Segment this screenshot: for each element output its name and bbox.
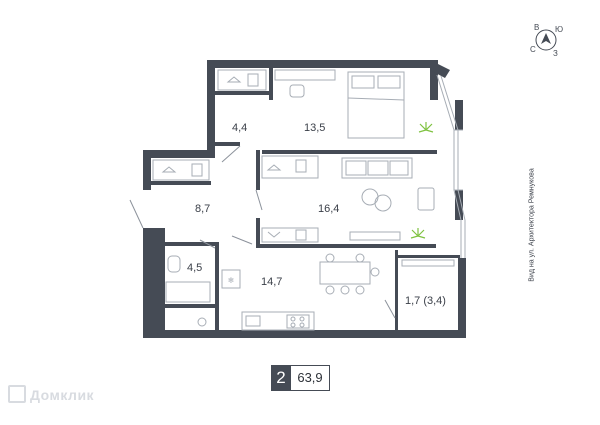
- room-area-bedroom: 13,5: [304, 122, 325, 134]
- drain-icon: [197, 317, 207, 327]
- hall-wardrobe-icon: [152, 159, 210, 181]
- room-area-hall: 8,7: [195, 203, 210, 215]
- dining-table-icon: [319, 261, 371, 285]
- armchair-icon: [417, 187, 435, 211]
- room-area-kitchen: 14,7: [261, 276, 282, 288]
- shirt-icon: [295, 159, 307, 173]
- plant-icon: [410, 122, 434, 239]
- room-area-bathroom: 4,5: [187, 262, 202, 274]
- kitchen-sink-icon: [245, 315, 261, 327]
- total-area: 63,9: [291, 365, 330, 391]
- windows: [436, 74, 466, 258]
- compass-w: З: [553, 49, 558, 58]
- apartment-badge: 2 63,9: [271, 365, 330, 391]
- toilet-icon: [167, 255, 181, 273]
- chair-icon: [289, 84, 305, 98]
- fridge-icon: [221, 269, 241, 289]
- sofa-icon: [341, 157, 413, 179]
- compass-e: В: [534, 23, 539, 32]
- domclick-logo-icon: [8, 385, 26, 403]
- room-area-living: 16,4: [318, 203, 339, 215]
- tv-stand-icon: [349, 231, 401, 241]
- doors: [129, 145, 396, 319]
- coffee-table-icon: [361, 188, 379, 206]
- stove-icon: [286, 314, 310, 329]
- kitchen-counter-icon: [241, 311, 315, 331]
- wardrobe-icon: [217, 69, 267, 91]
- street-view-label: Вид на ул. Архитектора Ремнукова: [528, 168, 536, 282]
- bed-icon: [347, 71, 405, 139]
- room-area-loggia: 1,7 (3,4): [405, 295, 446, 307]
- hanger-icon: [266, 164, 282, 171]
- hanger-icon: [226, 76, 242, 83]
- shirt-icon: [191, 163, 203, 177]
- compass-n: Ю: [555, 25, 563, 34]
- hanger-icon: [161, 166, 177, 173]
- hanger-icon: [267, 231, 281, 238]
- furniture: ❄: [152, 69, 455, 331]
- shirt-icon: [247, 73, 259, 87]
- room-count: 2: [271, 365, 291, 391]
- sink-counter-icon: [165, 281, 211, 303]
- svg-text:❄: ❄: [228, 276, 235, 285]
- compass-s: С: [530, 45, 536, 54]
- room-area-closet: 4,4: [232, 122, 247, 134]
- compass-icon: В Ю С З: [530, 23, 563, 58]
- walls: [143, 60, 466, 338]
- watermark: Домклик: [8, 385, 94, 403]
